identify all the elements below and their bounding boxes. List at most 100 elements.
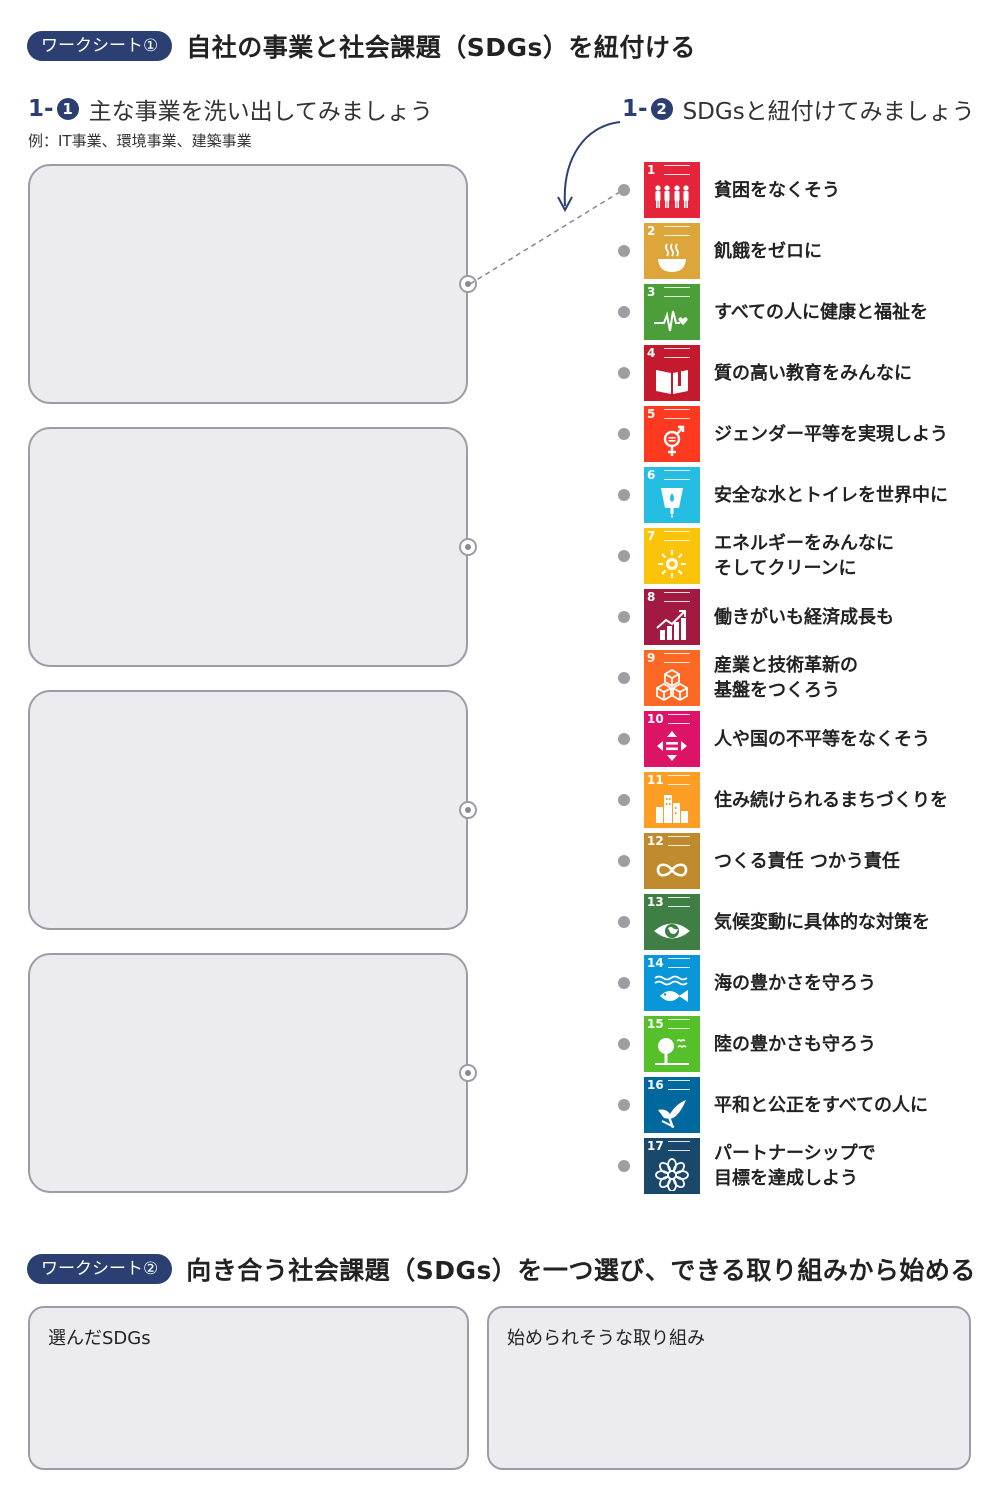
connector-dot [465,544,471,550]
tile-caption-lines [668,897,690,907]
sdg-tile-16: 16 [644,1077,700,1133]
sdg-label-line1: 気候変動に具体的な対策を [714,911,930,933]
eye-icon [654,923,690,939]
tile-caption-lines [668,836,690,846]
sdg-label-line1: 人や国の不平等をなくそう [714,728,930,750]
sdg-bullet[interactable] [618,916,630,928]
business-card-3[interactable] [28,690,468,930]
sdg-item-8[interactable]: 8 働きがいも経済成長も [618,589,988,645]
initiatives-box[interactable]: 始められそうな取り組み [487,1306,971,1470]
sdg-number: 5 [647,407,656,421]
sdg-item-9[interactable]: 9 産業と技術革新の 基盤をつくろう [618,650,988,706]
sdg-tile-6: 6 [644,467,700,523]
sdg-item-17[interactable]: 17 パートナーシップで 目標を達成しよう [618,1138,988,1194]
worksheet1-header: ワークシート① 自社の事業と社会課題（SDGs）を紐付ける [27,26,696,66]
connector-dot [465,281,471,287]
sdg-label-2: 飢餓をゼロに [714,223,822,279]
sdg-label-line1: 陸の豊かさも守ろう [714,1033,876,1055]
sdg-item-10[interactable]: 10 人や国の不平等をなくそう [618,711,988,767]
card-connector-2[interactable] [459,538,477,556]
fish-icon [654,975,688,1002]
heartbeat-icon [654,310,688,332]
chosen-sdgs-label: 選んだSDGs [48,1328,151,1349]
people-icon [655,185,689,208]
sdg-label-line1: 貧困をなくそう [714,179,840,201]
tile-caption-lines [664,409,690,419]
sdg-bullet[interactable] [618,855,630,867]
sdg-number: 14 [647,956,664,970]
sdg-tile-1: 1 [644,162,700,218]
business-card-4[interactable] [28,953,468,1193]
sdg-item-4[interactable]: 4 質の高い教育をみんなに [618,345,988,401]
tile-caption-lines [664,470,690,480]
sdg-item-14[interactable]: 14 海の豊かさを守ろう [618,955,988,1011]
sdg-item-5[interactable]: 5 ジェンダー平等を実現しよう [618,406,988,462]
sdg-label-10: 人や国の不平等をなくそう [714,711,930,767]
section2-title: SDGsと紐付けてみましょう [682,99,975,125]
sdg-item-11[interactable]: 11 住み続けられるまちづくりを [618,772,988,828]
sdg-item-13[interactable]: 13 気候変動に具体的な対策を [618,894,988,950]
sdg-label-7: エネルギーをみんなに そしてクリーンに [714,528,894,584]
section2-number-prefix: 1- [622,96,648,122]
sdg-bullet[interactable] [618,184,630,196]
sdg-bullet[interactable] [618,977,630,989]
sdg-bullet[interactable] [618,672,630,684]
card-connector-3[interactable] [459,801,477,819]
sdg-number: 4 [647,346,656,360]
sdg-bullet[interactable] [618,1038,630,1050]
curved-arrow-icon [563,121,621,207]
connector-dot [465,807,471,813]
tree-icon [655,1038,689,1065]
section1-number-circle: 1 [56,98,79,120]
section1-example: 例：IT事業、環境事業、建築事業 [28,132,252,150]
sdg-bullet[interactable] [618,306,630,318]
sdg-item-3[interactable]: 3 すべての人に健康と福祉を [618,284,988,340]
sdg-item-6[interactable]: 6 安全な水とトイレを世界中に [618,467,988,523]
sdg-label-line1: エネルギーをみんなに [714,533,894,554]
dove-icon [658,1100,686,1129]
sdg-bullet[interactable] [618,733,630,745]
sdg-label-line1: ジェンダー平等を実現しよう [714,423,948,445]
section1-title: 主な事業を洗い出してみましょう [88,99,433,125]
gender-icon [663,425,685,456]
sdg-item-7[interactable]: 7 エネルギーをみんなに そしてクリーンに [618,528,988,584]
connector-dot [465,1070,471,1076]
sdg-bullet[interactable] [618,245,630,257]
sdg-number: 2 [647,224,656,238]
business-card-2[interactable] [28,427,468,667]
sdg-bullet[interactable] [618,611,630,623]
sdg-tile-14: 14 [644,955,700,1011]
sdg-label-12: つくる責任 つかう責任 [714,833,900,889]
sdg-bullet[interactable] [618,489,630,501]
worksheet2-badge: ワークシート② [27,1254,173,1284]
sdg-number: 7 [647,529,656,543]
sdg-item-16[interactable]: 16 平和と公正をすべての人に [618,1077,988,1133]
sdg-tile-7: 7 [644,528,700,584]
sdg-item-12[interactable]: 12 つくる責任 つかう責任 [618,833,988,889]
sdg-number: 15 [647,1017,664,1031]
sdg-label-1: 貧困をなくそう [714,162,840,218]
sdg-number: 8 [647,590,656,604]
section1-number: 1- 1 [28,96,89,122]
sdg-number: 13 [647,895,664,909]
sdg-bullet[interactable] [618,550,630,562]
sdg-number: 6 [647,468,656,482]
sdg-bullet[interactable] [618,1160,630,1172]
sdg-item-2[interactable]: 2 飢餓をゼロに [618,223,988,279]
sdg-number: 12 [647,834,664,848]
sdg-bullet[interactable] [618,367,630,379]
card-connector-1[interactable] [459,275,477,293]
sdg-item-15[interactable]: 15 陸の豊かさも守ろう [618,1016,988,1072]
sdg-tile-15: 15 [644,1016,700,1072]
card-connector-4[interactable] [459,1064,477,1082]
sdg-item-1[interactable]: 1 貧困をなくそう [618,162,988,218]
sdg-tile-10: 10 [644,711,700,767]
sdg-tile-11: 11 [644,772,700,828]
sdg-bullet[interactable] [618,794,630,806]
sdg-bullet[interactable] [618,428,630,440]
sdg-label-line1: 安全な水とトイレを世界中に [714,484,948,506]
chosen-sdgs-box[interactable]: 選んだSDGs [28,1306,469,1470]
tile-caption-lines [664,165,690,175]
sdg-bullet[interactable] [618,1099,630,1111]
equality-icon [657,731,687,761]
